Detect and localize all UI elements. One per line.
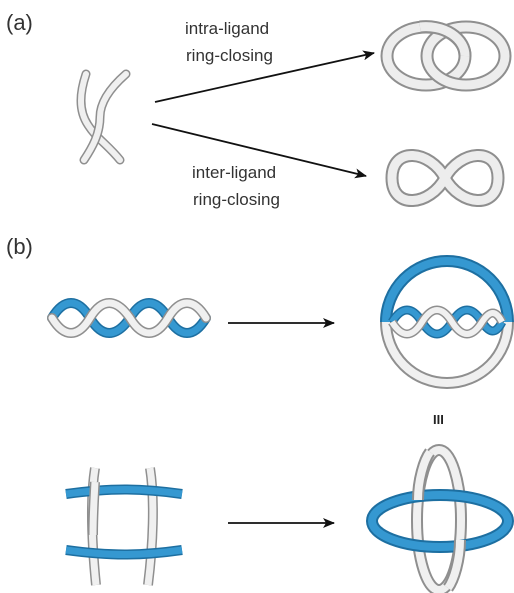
upper-caption-line-2: ring-closing (186, 46, 273, 65)
panel-a-label: (a) (6, 10, 33, 35)
upper-caption-line-1: intra-ligand (185, 19, 269, 38)
panel-b: (b) III (6, 234, 514, 593)
panel-b-label: (b) (6, 234, 33, 259)
panel-a: (a) intra-ligand ring-closing inter-liga… (6, 10, 512, 209)
figure-eight-loop (385, 149, 505, 207)
lower-caption-line-1: inter-ligand (192, 163, 276, 182)
lower-caption-line-2: ring-closing (193, 190, 280, 209)
interlocked-rings (380, 20, 512, 92)
lower-arrow (151, 123, 367, 179)
closed-helix-ring (380, 255, 514, 389)
crossed-strands (76, 69, 131, 165)
crossed-ellipses (366, 444, 514, 593)
structure-tag: III (433, 412, 444, 427)
upper-arrow (154, 50, 375, 103)
double-helix-strands (47, 298, 211, 338)
strand-grid (65, 467, 183, 586)
